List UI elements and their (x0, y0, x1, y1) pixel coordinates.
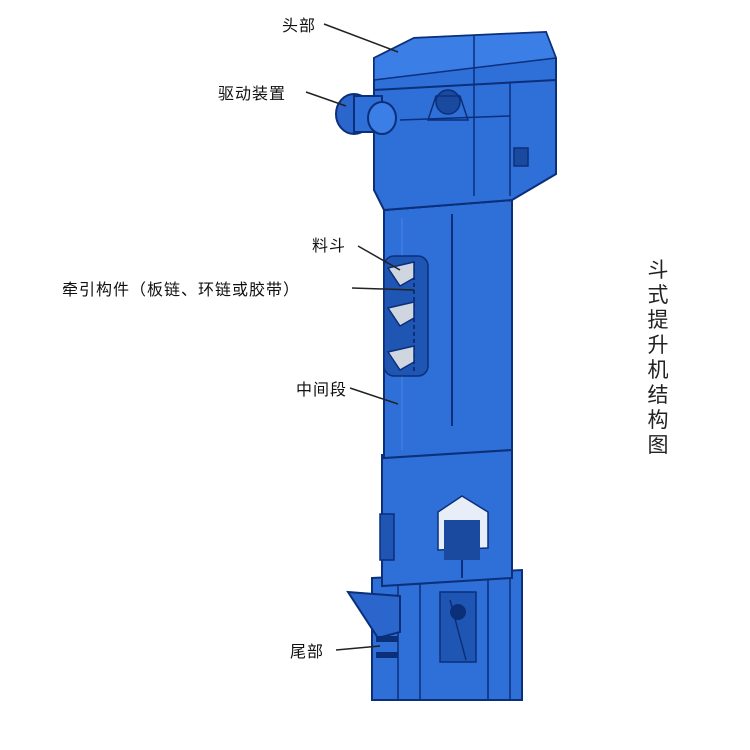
label-head: 头部 (282, 16, 317, 35)
leader-bucket (357, 245, 401, 271)
label-traction-member: 牵引构件（板链、环链或胶带） (62, 280, 301, 299)
leader-drive (305, 91, 347, 107)
title-char: 机 (647, 358, 669, 382)
title-char: 式 (647, 283, 669, 307)
title-char: 构 (647, 408, 669, 432)
label-drive-unit: 驱动装置 (218, 84, 287, 103)
title-char: 斗 (647, 258, 669, 282)
label-middle-section: 中间段 (296, 380, 348, 399)
leader-lines (305, 23, 415, 651)
bucket-chain (383, 255, 429, 377)
diagram-title: 斗式提升机结构图 (646, 258, 670, 458)
leader-middle (349, 387, 399, 405)
head-section (373, 30, 558, 212)
label-bucket: 料斗 (312, 236, 347, 255)
label-tail: 尾部 (290, 642, 325, 661)
leader-tail (335, 645, 381, 651)
leader-head (323, 23, 399, 53)
leader-traction (351, 287, 415, 291)
drive-unit (335, 93, 397, 135)
title-char: 升 (647, 333, 669, 357)
title-char: 结 (647, 383, 669, 407)
title-char: 图 (647, 433, 669, 457)
tail-section (346, 568, 523, 701)
title-char: 提 (647, 308, 669, 332)
lower-casing (379, 446, 513, 588)
